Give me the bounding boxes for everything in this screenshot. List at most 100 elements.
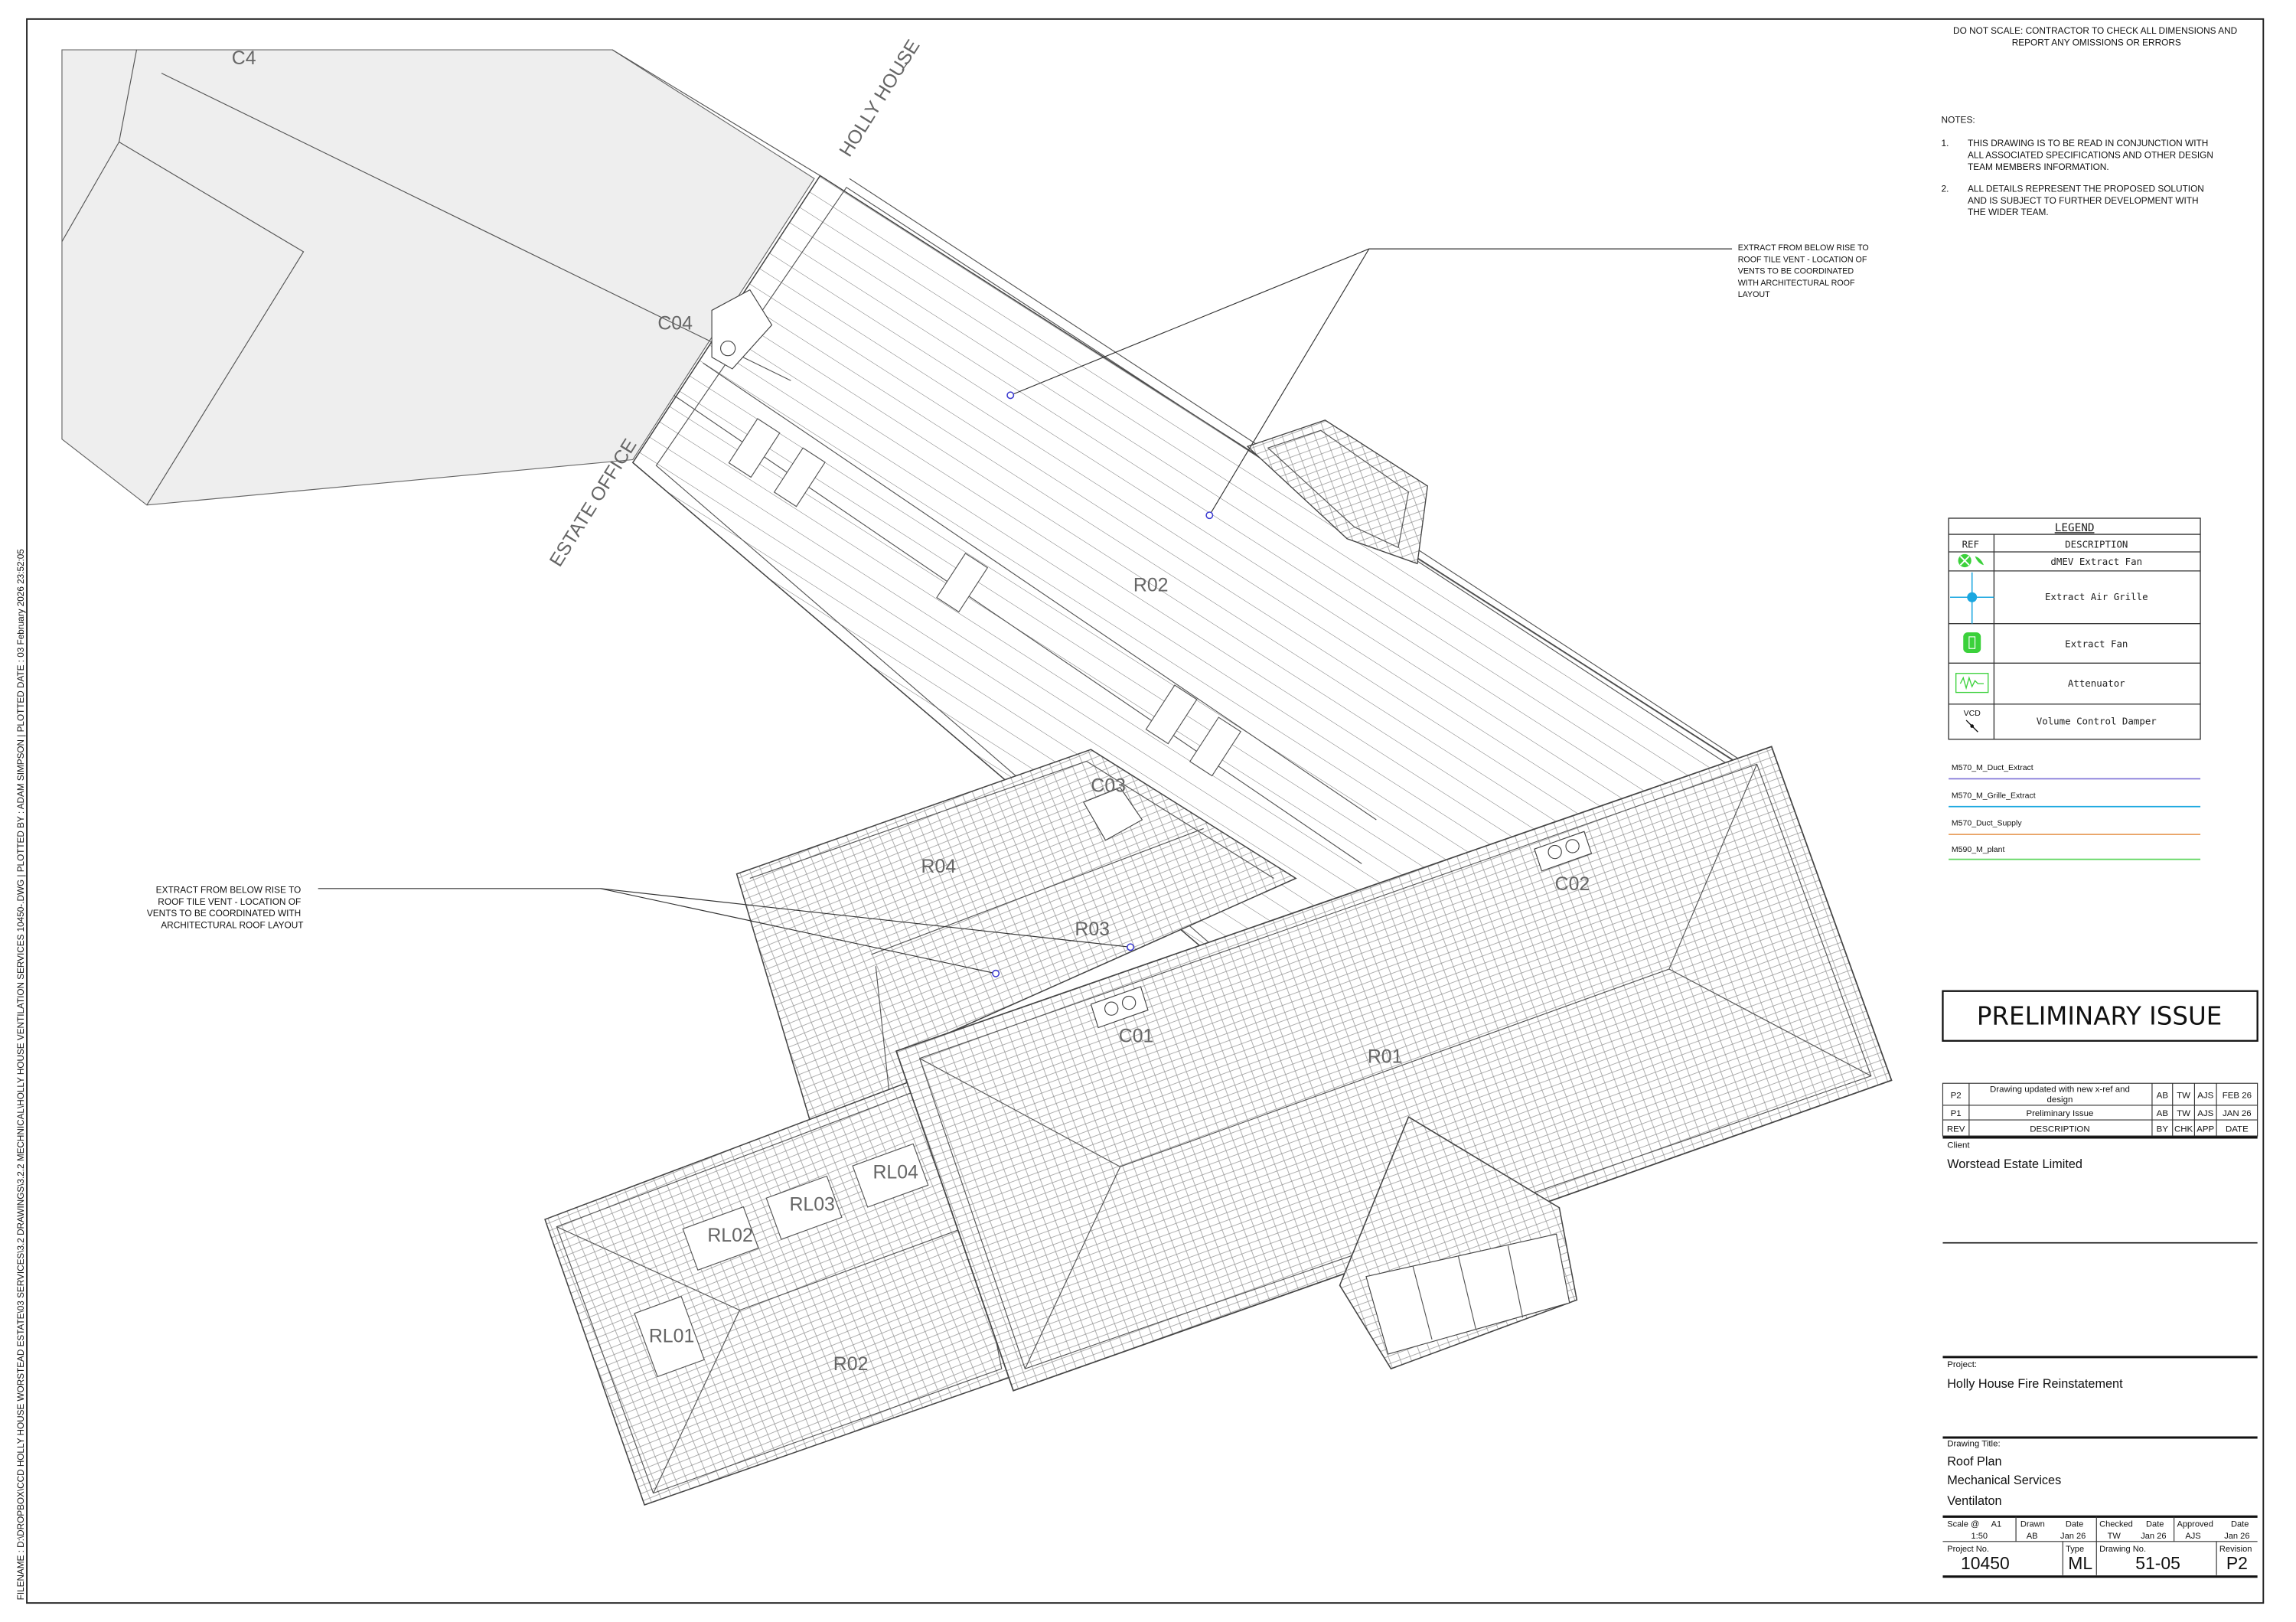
svg-text:AJS: AJS: [2197, 1091, 2213, 1100]
label-r03: R03: [1075, 919, 1110, 940]
project-no-label: Project No.: [1947, 1545, 1989, 1554]
status-preliminary-issue: PRELIMINARY ISSUE: [1977, 1002, 2222, 1031]
plant-c02: [1534, 831, 1593, 872]
drawing-no-label: Drawing No.: [2099, 1545, 2146, 1554]
roof-r01: [895, 746, 1893, 1392]
svg-text:AB: AB: [2157, 1109, 2169, 1118]
file-path-strip: FILENAME : D:\DROPBOX\CCD HOLLY HOUSE WO…: [15, 549, 26, 1601]
type-label: Type: [2066, 1545, 2084, 1554]
legend-item-grille: Extract Air Grille: [2045, 591, 2148, 602]
label-rl01: RL01: [649, 1326, 694, 1347]
svg-text:APP: APP: [2197, 1124, 2214, 1134]
label-c03: C03: [1091, 775, 1126, 797]
svg-text:REV: REV: [1947, 1124, 1965, 1134]
note-1: THIS DRAWING IS TO BE READ IN CONJUNCTIO…: [1968, 138, 2216, 172]
sheet-border: [26, 18, 2265, 1604]
approved-date-label: Date: [2231, 1520, 2249, 1529]
layer-name: M570_M_Duct_Extract: [1952, 763, 2033, 772]
extract-fan-icon: [1963, 632, 1981, 653]
revision-label: Revision: [2219, 1545, 2252, 1554]
project-name: Holly House Fire Reinstatement: [1947, 1377, 2123, 1391]
checked-label: Checked: [2099, 1520, 2133, 1529]
vent-marker: [1006, 391, 1015, 400]
svg-text:DESCRIPTION: DESCRIPTION: [2030, 1124, 2089, 1134]
scale-value: 1:50: [1971, 1532, 1988, 1541]
drawing-type: ML: [2068, 1553, 2092, 1573]
svg-text:Preliminary Issue: Preliminary Issue: [2026, 1109, 2093, 1118]
roof-r02-pitched: [544, 1065, 1014, 1506]
legend-description-header: DESCRIPTION: [2065, 538, 2128, 550]
label-r04: R04: [921, 856, 957, 877]
vent-marker: [1205, 511, 1214, 520]
svg-text:VCD: VCD: [1964, 709, 1981, 718]
revision-header: REV DESCRIPTION BY CHK APP DATE: [1947, 1124, 2249, 1134]
attenuator-icon: [1955, 673, 1989, 694]
checked-date: Jan 26: [2141, 1532, 2166, 1541]
drawing-title-label: Drawing Title:: [1947, 1440, 2000, 1449]
roof-lantern: [1246, 419, 1428, 565]
drawing-title: Roof Plan Mechanical Services Ventilaton: [1947, 1454, 2065, 1508]
svg-text:TW: TW: [2177, 1109, 2190, 1118]
svg-text:DATE: DATE: [2226, 1124, 2249, 1134]
do-not-scale-warning: DO NOT SCALE: CONTRACTOR TO CHECK ALL DI…: [1953, 25, 2239, 47]
notes-heading: NOTES:: [1942, 115, 1975, 126]
plant-c01: [1090, 986, 1149, 1029]
note-2: ALL DETAILS REPRESENT THE PROPOSED SOLUT…: [1968, 184, 2206, 218]
roof-gable: [1339, 1116, 1578, 1370]
svg-text:TW: TW: [2177, 1091, 2190, 1100]
dmev-fan-icon: [1958, 553, 1985, 568]
revision-row: P1 Preliminary Issue AB TW AJS JAN 26: [1951, 1109, 2252, 1118]
legend-title: LEGEND: [2055, 522, 2095, 534]
legend-item-vcd: Volume Control Damper: [2037, 716, 2157, 727]
revision-value: P2: [2226, 1553, 2248, 1573]
approved-date: Jan 26: [2224, 1532, 2249, 1541]
legend-item-dmev: dMEV Extract Fan: [2050, 556, 2142, 567]
svg-text:JAN 26: JAN 26: [2223, 1109, 2252, 1118]
note-2-number: 2.: [1942, 184, 1949, 194]
project-label: Project:: [1947, 1360, 1977, 1369]
label-c4: C4: [232, 47, 256, 69]
notes-panel: DO NOT SCALE: CONTRACTOR TO CHECK ALL DI…: [1942, 25, 2239, 218]
label-c04: C04: [657, 312, 693, 334]
scale-label: Scale @: [1947, 1520, 1979, 1529]
label-r02-pitched: R02: [833, 1353, 869, 1375]
approved-by: AJS: [2185, 1532, 2200, 1541]
approved-label: Approved: [2177, 1520, 2213, 1529]
layer-key: M570_M_Duct_Extract M570_M_Grille_Extrac…: [1949, 763, 2201, 860]
vent-marker: [992, 969, 1000, 977]
checked-date-label: Date: [2146, 1520, 2164, 1529]
sheet-size: A1: [1991, 1520, 2002, 1529]
client-name: Worstead Estate Limited: [1947, 1157, 2082, 1171]
layer-name: M590_M_plant: [1952, 845, 2005, 854]
label-r01: R01: [1368, 1046, 1403, 1067]
project-number: 10450: [1961, 1553, 2010, 1573]
svg-text:FEB 26: FEB 26: [2223, 1091, 2252, 1100]
legend-item-extract-fan: Extract Fan: [2065, 638, 2128, 649]
layer-name: M570_Duct_Supply: [1952, 819, 2022, 828]
note-1-number: 1.: [1942, 138, 1949, 148]
checked-by: TW: [2108, 1532, 2122, 1541]
drawn-date: Jan 26: [2060, 1532, 2086, 1541]
legend-ref-header: REF: [1962, 538, 1979, 550]
leader-lines: [318, 248, 1733, 974]
label-c01: C01: [1119, 1026, 1154, 1047]
roof-vents: [992, 391, 1214, 977]
svg-text:P2: P2: [1951, 1091, 1962, 1100]
label-rl04: RL04: [872, 1162, 918, 1183]
annotation-left: EXTRACT FROM BELOW RISE TO ROOF TILE VEN…: [147, 885, 304, 931]
svg-text:BY: BY: [2157, 1124, 2169, 1134]
svg-text:CHK: CHK: [2174, 1124, 2193, 1134]
legend-item-attenuator: Attenuator: [2068, 677, 2125, 689]
vcd-icon: VCD: [1964, 709, 1981, 733]
title-block: Client Worstead Estate Limited Project: …: [1942, 1141, 2258, 1578]
rooflights-r02: [728, 418, 1241, 777]
legend-table: LEGEND REF DESCRIPTION dMEV Extract Fan …: [1948, 517, 2201, 740]
vent-marker: [1127, 943, 1135, 951]
layer-name: M570_M_Grille_Extract: [1952, 791, 2036, 800]
roof-plan: C4 C04 HOLLY HOUSE ESTATE OFFICE R02 C03…: [61, 36, 1893, 1506]
svg-text:AJS: AJS: [2197, 1109, 2213, 1118]
